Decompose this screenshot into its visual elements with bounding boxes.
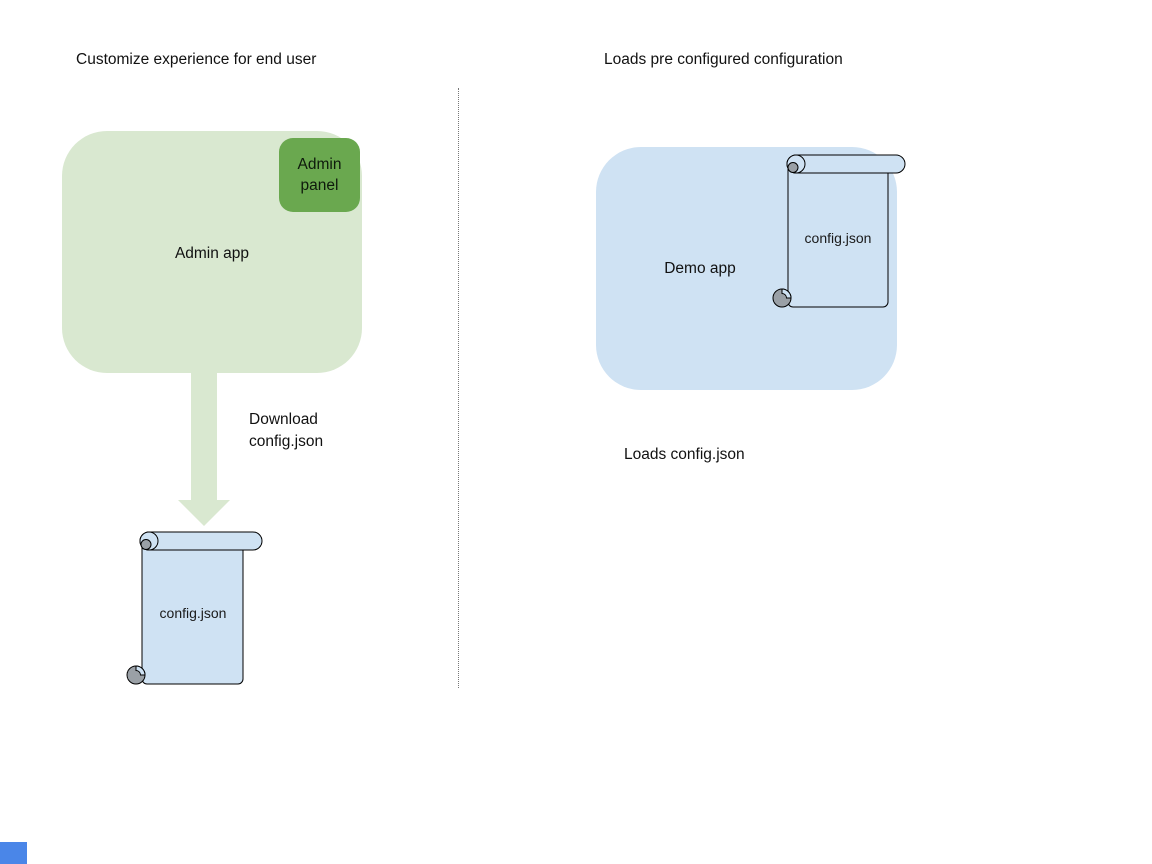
download-config-annotation: Download config.json <box>249 411 324 450</box>
arrow-down-icon <box>178 373 230 526</box>
admin-panel-label: Admin panel <box>297 156 342 194</box>
left-section-header: Customize experience for end user <box>76 51 317 68</box>
section-divider <box>458 88 459 688</box>
scroll-bottom-curl-notch <box>781 288 792 299</box>
loads-config-annotation: Loads config.json <box>624 446 745 463</box>
corner-accent-square <box>0 842 27 864</box>
right-config-file-label: config.json <box>804 230 872 246</box>
right-section-header: Loads pre configured configuration <box>604 51 843 68</box>
admin-panel-box: Admin panel <box>279 138 360 212</box>
scroll-top-curl-shadow <box>140 539 152 550</box>
scroll-document-icon <box>126 531 263 685</box>
arrow-down-shape <box>178 373 230 526</box>
left-config-file-label: config.json <box>159 605 227 621</box>
demo-app-label: Demo app <box>664 260 736 277</box>
scroll-document-icon <box>772 154 906 308</box>
admin-app-label: Admin app <box>174 245 250 262</box>
scroll-bottom-curl-notch <box>135 665 146 676</box>
scroll-top-curl-shadow <box>787 162 799 173</box>
